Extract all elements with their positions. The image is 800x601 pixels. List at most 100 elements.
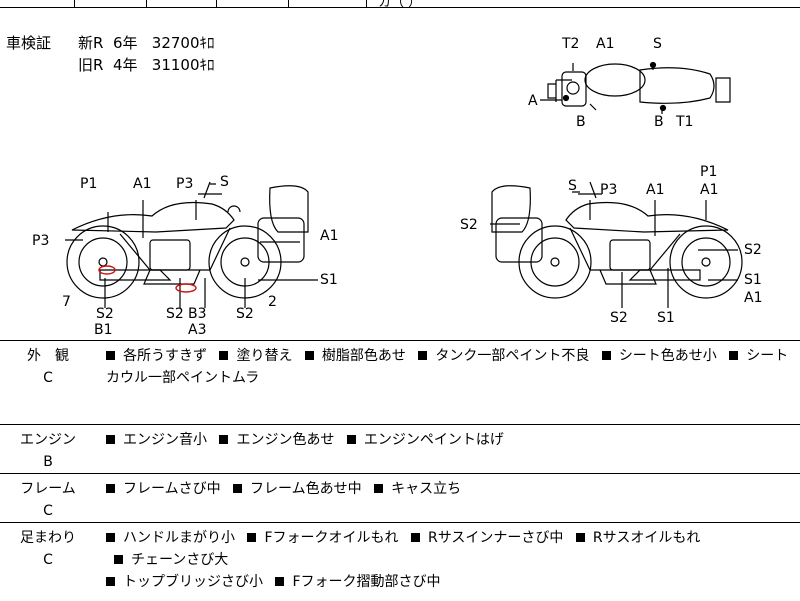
condition-item: シート — [721, 348, 788, 364]
diagram-label: P1 — [700, 164, 717, 180]
left-side-labels: P1 A1 P3 S P3 A1 S1 7 S2 B1 S2 B3 A3 S2 … — [32, 174, 338, 338]
diagram-label: B — [576, 114, 586, 130]
diagram-label: P3 — [32, 233, 49, 249]
condition-item: 樹脂部色あせ — [297, 348, 406, 364]
condition-item: キャス立ち — [366, 481, 461, 497]
bullet-square-icon — [233, 484, 243, 493]
damage-mark — [175, 283, 197, 293]
bullet-square-icon — [219, 351, 229, 360]
diagram-label: S1 — [657, 310, 675, 326]
condition-label: 外 観 C — [0, 340, 96, 425]
diagram-label: S2 — [744, 242, 762, 258]
bullet-square-icon — [575, 533, 585, 542]
condition-items: ハンドルまがり小 Fフォークオイルもれ Rサスインナーさび中 Rサスオイルもれ … — [96, 522, 800, 601]
diagram-label: T1 — [675, 114, 693, 130]
diagram-label: S1 — [744, 272, 762, 288]
top-view-labels: T2 A1 S A B B T1 — [528, 36, 693, 130]
condition-label: エンジン B — [0, 424, 96, 474]
top-cell — [288, 0, 367, 7]
condition-grade: C — [43, 552, 53, 568]
diagram-label: P3 — [600, 182, 617, 198]
diagram-label: S — [653, 36, 662, 52]
bullet-square-icon — [247, 533, 257, 542]
top-divider — [0, 7, 800, 8]
condition-item: 塗り替え — [211, 348, 292, 364]
motorcycle-damage-diagram: T2 A1 S A B B T1 P1 A1 P3 S P3 A1 S1 7 S… — [32, 36, 762, 338]
condition-item: Fフォークオイルもれ — [239, 530, 399, 546]
bullet-square-icon — [114, 555, 123, 564]
diagram-label: 2 — [268, 294, 277, 310]
condition-table: 外 観 C 各所うすきず 塗り替え 樹脂部色あせ タンク一部ペイント不良 シート… — [0, 340, 800, 601]
diagram-label: S2 — [460, 217, 478, 233]
inspection-sheet: 車検証 新R 6年 32700ｷﾛ 旧R 4年 31100ｷﾛ — [0, 8, 800, 600]
diagram-label: S — [568, 178, 577, 194]
bullet-square-icon — [304, 351, 314, 360]
diagram-label: 7 — [62, 294, 71, 310]
diagram-label: A1 — [744, 290, 762, 306]
condition-item: Rサスオイルもれ — [568, 530, 700, 546]
top-fragment-text: カ（ ） — [378, 0, 422, 10]
condition-item: チェーンさび大 — [106, 552, 228, 568]
bullet-square-icon — [410, 533, 420, 542]
condition-name: フレーム — [20, 481, 76, 497]
diagram-label: A3 — [188, 322, 206, 338]
diagram-label: S — [220, 174, 229, 190]
condition-name: 足まわり — [20, 530, 76, 546]
bullet-square-icon — [729, 351, 739, 360]
condition-item: トップブリッジさび小 — [106, 574, 263, 590]
condition-items: フレームさび中 フレーム色あせ中 キャス立ち — [96, 473, 800, 523]
diagram-label: A1 — [133, 176, 151, 192]
diagram-label: A1 — [596, 36, 614, 52]
left-side-drawing — [66, 181, 309, 299]
top-cell — [0, 0, 75, 7]
condition-name: エンジン — [20, 432, 76, 448]
diagram-label: A1 — [646, 182, 664, 198]
condition-item: ハンドルまがり小 — [106, 530, 235, 546]
right-side-labels: P1 A1 S P3 A1 S2 S2 S1 A1 S2 S1 — [460, 164, 762, 326]
condition-item: フレーム色あせ中 — [225, 481, 362, 497]
bullet-square-icon — [346, 435, 356, 444]
condition-item: エンジンペイントはげ — [339, 432, 504, 448]
damage-mark — [98, 265, 116, 275]
condition-item: フレームさび中 — [106, 481, 221, 497]
condition-row-engine: エンジン B エンジン音小 エンジン色あせ エンジンペイントはげ — [0, 424, 800, 474]
top-cell — [146, 0, 217, 7]
condition-items: 各所うすきず 塗り替え 樹脂部色あせ タンク一部ペイント不良 シート色あせ小 シ… — [96, 340, 800, 425]
certificate-old-line: 旧R 4年 31100ｷﾛ — [78, 56, 215, 74]
condition-item: 各所うすきず — [106, 348, 207, 364]
condition-row-frame: フレーム C フレームさび中 フレーム色あせ中 キャス立ち — [0, 473, 800, 523]
diagram-label: B3 — [188, 306, 207, 322]
bullet-square-icon — [106, 577, 115, 586]
bullet-square-icon — [106, 435, 115, 444]
condition-items: エンジン音小 エンジン色あせ エンジンペイントはげ — [96, 424, 800, 474]
diagram-label: S2 — [166, 306, 184, 322]
diagram-label: A — [528, 93, 538, 109]
certificate-new-line: 新R 6年 32700ｷﾛ — [78, 34, 215, 52]
bullet-square-icon — [219, 435, 229, 444]
condition-grade: C — [43, 370, 53, 386]
condition-grade: B — [43, 454, 53, 470]
bullet-square-icon — [418, 351, 428, 360]
bullet-square-icon — [106, 351, 115, 360]
diagram-label: S2 — [236, 306, 254, 322]
diagram-label: P1 — [80, 176, 97, 192]
bullet-square-icon — [374, 484, 384, 493]
condition-row-exterior: 外 観 C 各所うすきず 塗り替え 樹脂部色あせ タンク一部ペイント不良 シート… — [0, 340, 800, 425]
right-side-drawing — [491, 181, 743, 299]
diagram-label: S2 — [96, 306, 114, 322]
condition-name: 外 観 — [27, 348, 69, 364]
diagram-label: B1 — [94, 322, 113, 338]
bullet-square-icon — [275, 577, 285, 586]
diagram-label: S1 — [320, 272, 338, 288]
top-view-drawing — [540, 61, 731, 114]
diagram-label: T2 — [561, 36, 579, 52]
condition-item: エンジン音小 — [106, 432, 207, 448]
condition-label: フレーム C — [0, 473, 96, 523]
condition-item: Rサスインナーさび中 — [403, 530, 563, 546]
top-cell — [74, 0, 147, 7]
top-cell — [216, 0, 289, 7]
certificate-title: 車検証 — [6, 34, 52, 52]
diagram-label: S2 — [610, 310, 628, 326]
top-strip: カ（ ） — [0, 0, 800, 10]
diagram-label: P3 — [176, 176, 193, 192]
